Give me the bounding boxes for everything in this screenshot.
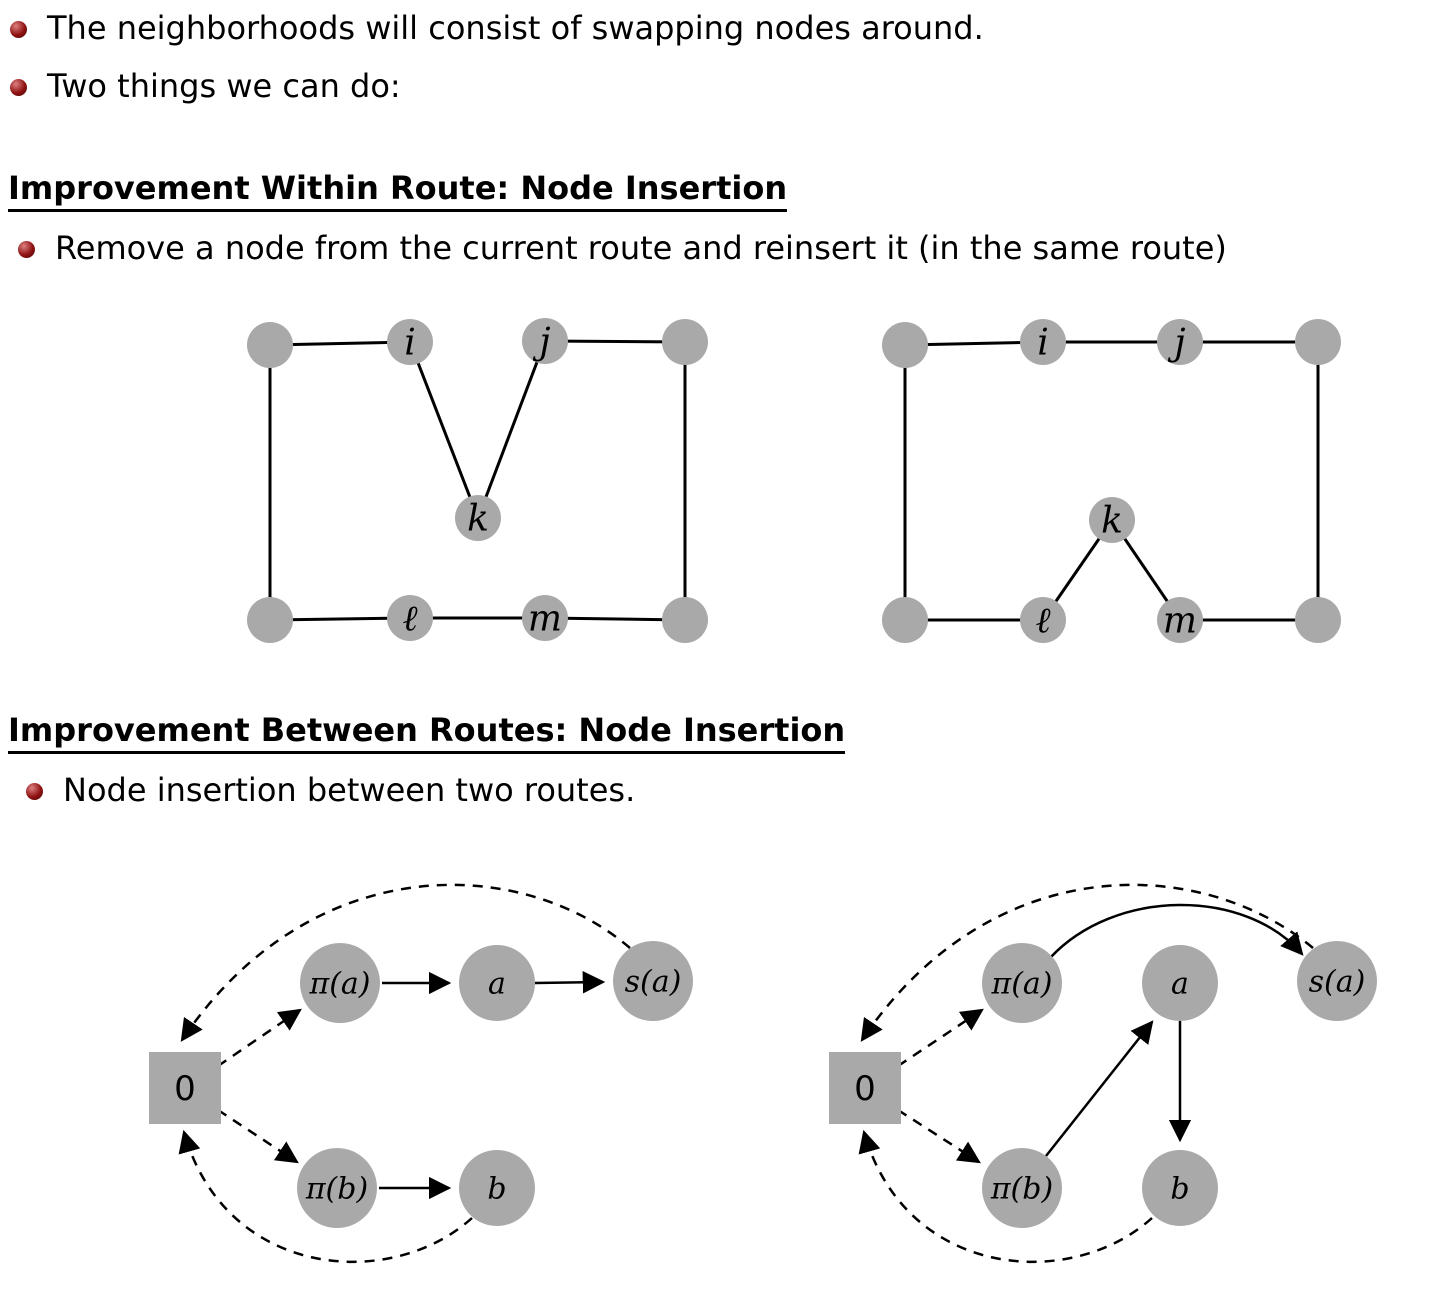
between-routes-bullet-text: Node insertion between two routes. [63, 771, 636, 809]
depot-node [829, 1052, 901, 1124]
node-m [1157, 597, 1203, 643]
node-k-label: k [467, 499, 489, 540]
node-b [1142, 1150, 1218, 1226]
arrow-pi-a-to-s-a-bypass [1049, 903, 1304, 959]
bullet-icon [10, 21, 27, 38]
node-l [387, 595, 433, 641]
b-label: b [487, 1172, 506, 1207]
corner-node [247, 597, 293, 643]
corner-node [1295, 597, 1341, 643]
edge [269, 340, 411, 347]
node-pi-b [982, 1148, 1062, 1228]
node-pi-b [297, 1148, 377, 1228]
s-a-label: s(a) [625, 965, 682, 1000]
pi-a-label: π(a) [990, 967, 1052, 1002]
edge [544, 616, 686, 622]
node-a [459, 945, 535, 1021]
node-l-label: ℓ [403, 599, 418, 640]
node-k [455, 495, 501, 541]
edge-i-k [408, 341, 480, 519]
route-edges [903, 340, 1320, 622]
node-j [1157, 319, 1203, 365]
node-a [1142, 945, 1218, 1021]
bullet-icon [10, 79, 27, 96]
node-i [387, 319, 433, 365]
node-s-a [1297, 941, 1377, 1021]
edge-k-j [476, 340, 547, 519]
intro-bullet-2: Two things we can do: [10, 66, 401, 108]
pi-b-label: π(b) [305, 1172, 368, 1207]
s-a-label: s(a) [1309, 965, 1366, 1000]
corner-node [662, 597, 708, 643]
within-route-bullet: Remove a node from the current route and… [18, 228, 1227, 270]
between-diagram-after: 0 π(a) a s(a) π(b) b [829, 883, 1377, 1264]
dashed-depot-to-pi-a [217, 1008, 302, 1068]
corner-node [247, 322, 293, 368]
within-route-diagrams: i j k ℓ m [247, 318, 1341, 643]
depot-label: 0 [174, 1069, 196, 1109]
node-b [459, 1150, 535, 1226]
route-edges [268, 339, 687, 622]
intro-bullet-2-text: Two things we can do: [47, 67, 401, 105]
node-m [522, 595, 568, 641]
node-pi-a [982, 943, 1062, 1023]
node-i-label: i [404, 323, 416, 364]
dashed-return-arc-top [180, 883, 631, 1042]
node-m-label: m [1163, 601, 1197, 642]
a-label: a [1171, 967, 1189, 1002]
dashed-depot-to-pi-a [897, 1008, 984, 1068]
depot-node [149, 1052, 221, 1124]
b-label: b [1170, 1172, 1189, 1207]
depot-label: 0 [854, 1069, 876, 1109]
edge [269, 616, 411, 622]
node-k [1089, 497, 1135, 543]
a-label: a [488, 967, 506, 1002]
pi-b-label: π(b) [990, 1172, 1053, 1207]
heading-within-route: Improvement Within Route: Node Insertion [8, 170, 788, 212]
dashed-return-arc-bottom [858, 1129, 1153, 1264]
within-route-bullet-text: Remove a node from the current route and… [55, 229, 1227, 267]
node-i-label: i [1037, 323, 1049, 364]
between-diagram-before: 0 π(a) a s(a) π(b) b [149, 883, 693, 1264]
bullet-icon [18, 241, 35, 258]
edge [544, 339, 686, 344]
dashed-return-arc-top [860, 883, 1314, 1042]
node-l [1020, 597, 1066, 643]
intro-bullet-1: The neighborhoods will consist of swappi… [10, 8, 984, 50]
bullet-icon [26, 783, 43, 800]
node-k-label: k [1101, 501, 1123, 542]
node-pi-a [300, 943, 380, 1023]
arrow-a-to-s-a [534, 971, 606, 994]
node-j [522, 318, 568, 364]
between-routes-bullet: Node insertion between two routes. [26, 770, 635, 812]
node-m-label: m [528, 599, 562, 640]
node-s-a [613, 941, 693, 1021]
corner-node [1295, 319, 1341, 365]
corner-node [882, 322, 928, 368]
heading-between-routes: Improvement Between Routes: Node Inserti… [8, 712, 846, 754]
route-diagram-after: i j k ℓ m [882, 319, 1341, 643]
arrow-pi-b-to-a [1045, 1020, 1154, 1157]
pi-a-label: π(a) [308, 967, 370, 1002]
node-l-label: ℓ [1036, 601, 1051, 642]
dashed-depot-to-pi-b [897, 1108, 981, 1164]
between-routes-diagrams: 0 π(a) a s(a) π(b) b 0 π(a) a s(a) [149, 883, 1377, 1264]
dashed-return-arc-bottom [178, 1129, 473, 1264]
intro-bullet-1-text: The neighborhoods will consist of swappi… [47, 9, 984, 47]
corner-node [662, 319, 708, 365]
route-diagram-before: i j k ℓ m [247, 318, 708, 643]
dashed-depot-to-pi-b [217, 1108, 299, 1164]
edge [904, 340, 1044, 347]
corner-node [882, 597, 928, 643]
node-i [1020, 319, 1066, 365]
